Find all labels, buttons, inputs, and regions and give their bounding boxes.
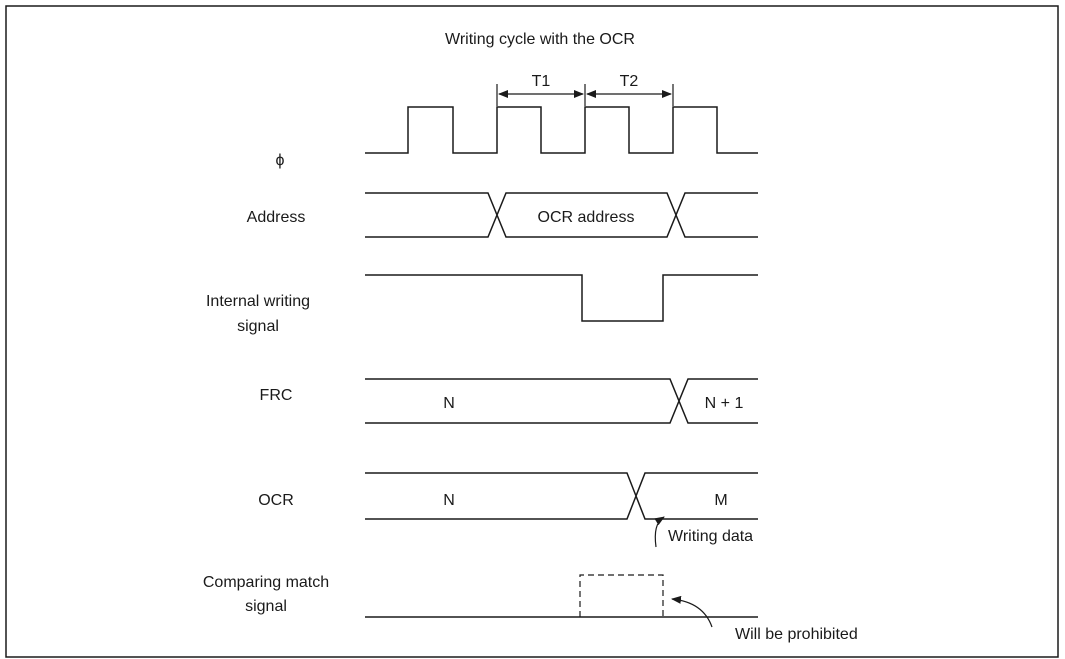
ocr-value-before: N	[443, 492, 455, 509]
frc-bus-waveform	[365, 378, 758, 424]
diagram-title: Writing cycle with the OCR	[445, 31, 635, 48]
writing-data-arrow	[654, 516, 665, 548]
address-value: OCR address	[538, 209, 635, 226]
internal-writing-label-line1: Internal writing	[206, 293, 310, 310]
t1-label: T1	[532, 73, 551, 90]
prohibited-pulse-outline	[579, 574, 664, 617]
diagram-border	[5, 5, 1059, 658]
compare-label-line1: Comparing match	[203, 574, 329, 591]
ocr-value-after: M	[714, 492, 727, 509]
cycle-markers: T1 T2	[496, 73, 674, 106]
will-be-prohibited-label: Will be prohibited	[735, 626, 858, 643]
t2-label: T2	[620, 73, 639, 90]
address-label: Address	[247, 209, 306, 226]
address-bus-waveform	[365, 192, 758, 238]
phi-clock-waveform	[365, 106, 758, 154]
frc-value-before: N	[443, 395, 455, 412]
writing-data-label: Writing data	[668, 528, 753, 545]
phi-label: ϕ	[276, 152, 285, 169]
prohibited-arrow	[671, 595, 713, 628]
ocr-label: OCR	[258, 492, 294, 509]
frc-value-after: N + 1	[705, 395, 744, 412]
compare-label-line2: signal	[245, 598, 287, 615]
ocr-bus-waveform	[365, 472, 758, 520]
internal-writing-label-line2: signal	[237, 318, 279, 335]
internal-writing-waveform	[365, 274, 758, 322]
frc-label: FRC	[260, 387, 293, 404]
